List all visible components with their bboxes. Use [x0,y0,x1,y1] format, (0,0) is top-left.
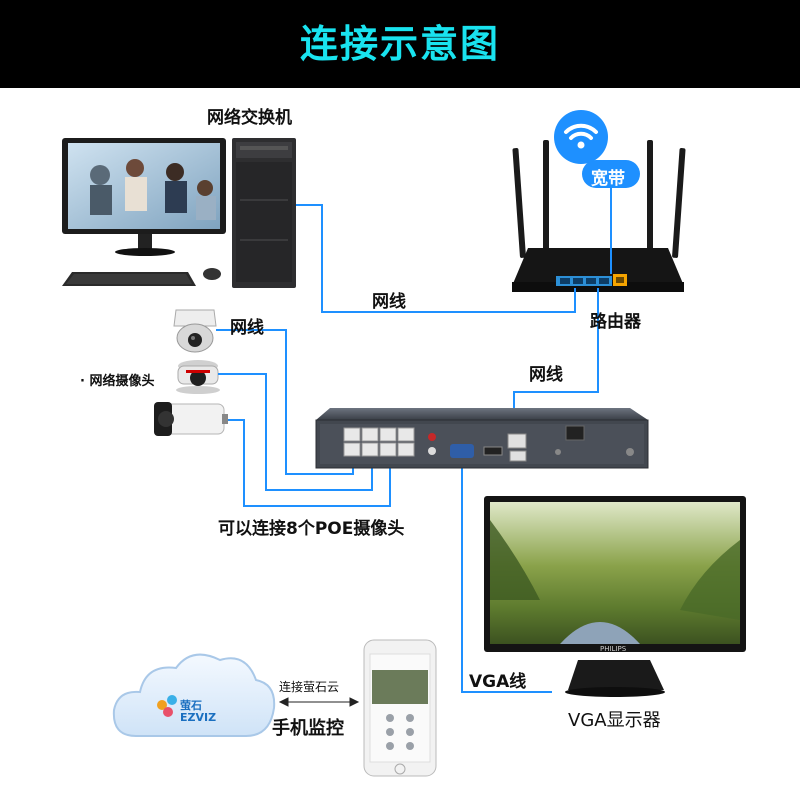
cable-camera-2 [218,373,373,491]
mouse [203,268,221,280]
router [512,140,686,292]
keyboard [62,272,196,286]
header-bar [0,0,800,88]
camera-label: · 网络摄像头 [80,374,155,389]
router-label: 路由器 [590,312,641,332]
page-title: 连接示意图 [299,22,500,66]
cable-nvr-router-label: 网线 [529,365,563,385]
mobile-phone [363,639,437,777]
poe-note-label: 可以连接8个POE摄像头 [218,519,405,539]
cloud-brand-en: EZVIZ [180,711,217,724]
pc-tower [232,138,296,288]
cable-cloud-link [278,697,360,707]
switch-label: 网络交换机 [207,108,292,128]
cable-pc-to-router [296,204,576,313]
nvr-recorder [315,408,649,469]
vga-monitor [484,496,746,697]
cable-camera-1 [216,329,354,475]
turret-camera [176,360,220,394]
phone-monitor-label: 手机监控 [272,718,344,739]
vga-monitor-label: VGA显示器 [568,710,661,731]
pc-monitor [62,138,226,256]
vga-cable-label: VGA线 [469,672,527,692]
broadband-label: 宽带 [591,169,625,189]
cable-cameras-label: 网线 [230,318,264,338]
dome-camera [173,309,217,353]
ezviz-cloud [112,653,276,737]
wifi-icon [554,110,608,164]
cloud-link-label: 连接萤石云 [279,680,340,694]
broadband-badge [582,160,640,188]
monitor-brand: PHILIPS [600,645,627,653]
cable-camera-3 [228,419,391,507]
cloud-brand-cn: 萤石 [180,699,202,712]
cable-pc-router-label: 网线 [372,292,406,312]
bullet-camera [154,402,228,436]
cable-vga [461,462,552,693]
